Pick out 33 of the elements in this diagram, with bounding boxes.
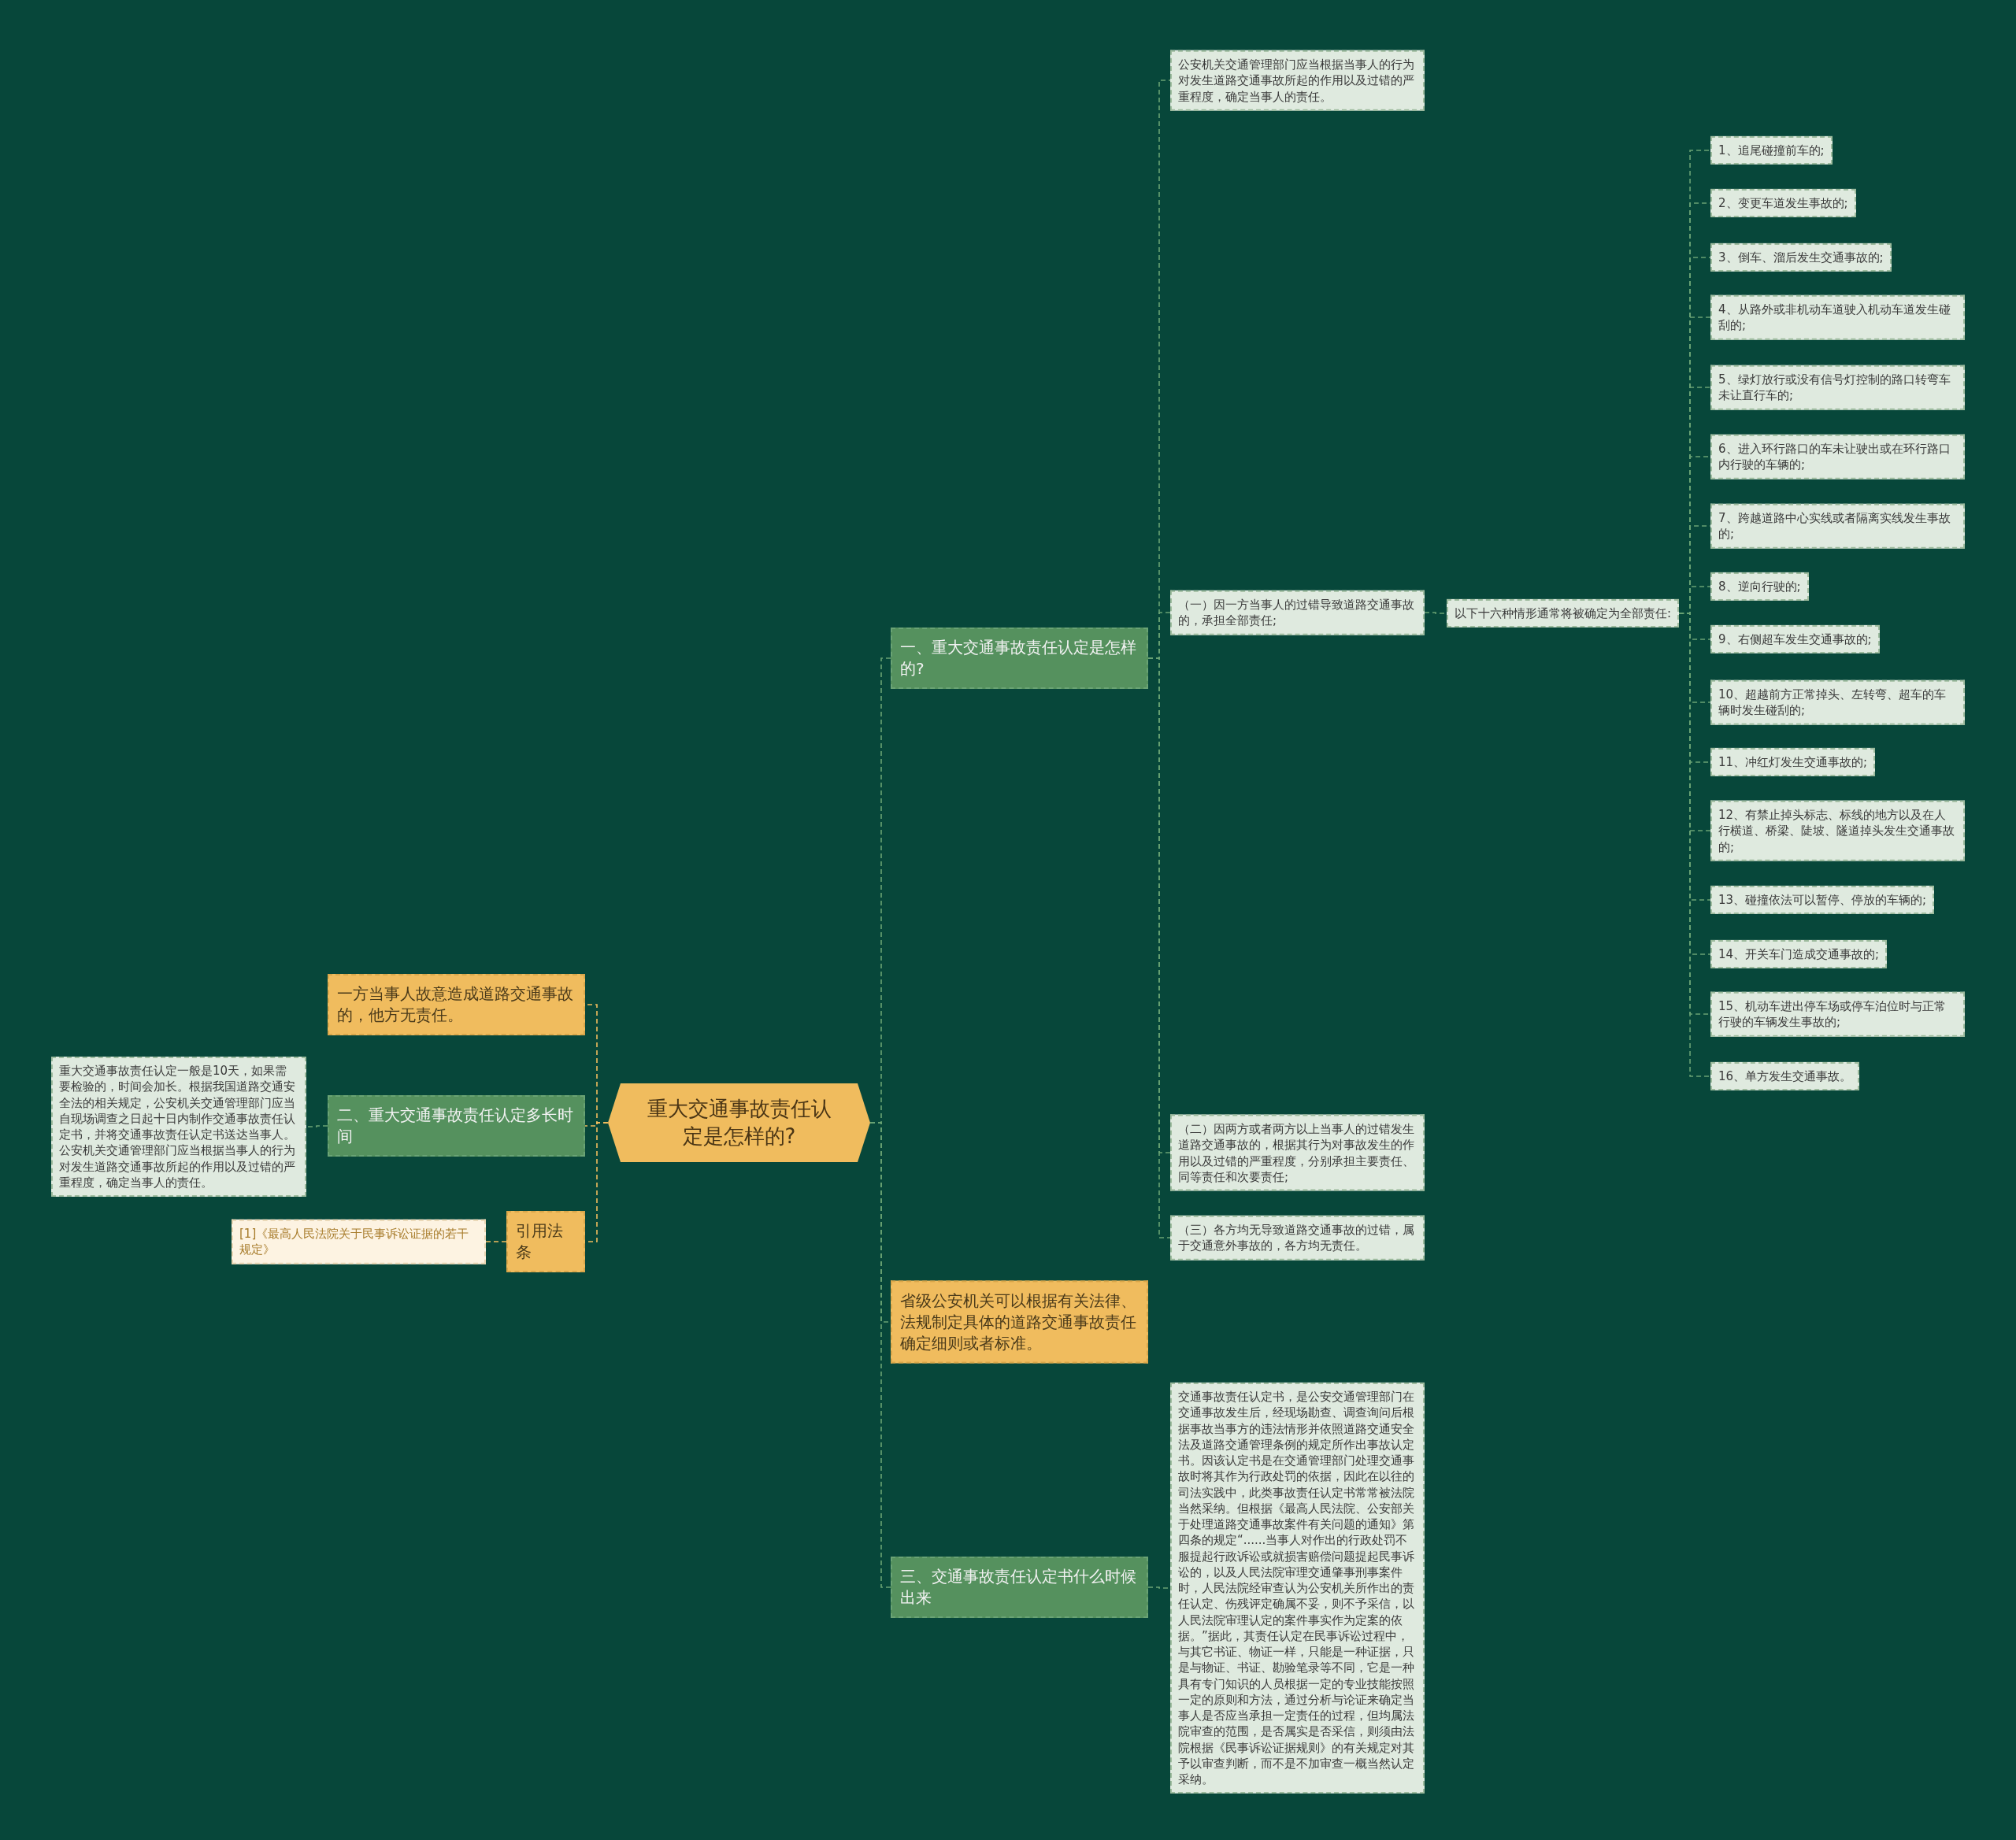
note-box: 公安机关交通管理部门应当根据当事人的行为对发生道路交通事故所起的作用以及过错的严重程度，确定当事人的责任。	[1170, 50, 1425, 111]
note-box: 9、右侧超车发生交通事故的;	[1710, 624, 1880, 654]
note-box: （一）因一方当事人的过错导致道路交通事故的，承担全部责任;	[1170, 590, 1425, 635]
central-topic: 重大交通事故责任认定是怎样的?	[608, 1083, 870, 1162]
topic-box: 二、重大交通事故责任认定多长时间	[328, 1095, 585, 1157]
connector-line	[485, 1241, 507, 1242]
topic-box: 引用法条	[506, 1211, 585, 1272]
note-box: （二）因两方或者两方以上当事人的过错发生道路交通事故的，根据其行为对事故发生的作用以及过错的严重程度，分别承担主要责任、同等责任和次要责任;	[1170, 1114, 1425, 1191]
topic-box: 省级公安机关可以根据有关法律、法规制定具体的道路交通事故责任确定细则或者标准。	[891, 1280, 1148, 1364]
topic-box: 三、交通事故责任认定书什么时候出来	[891, 1557, 1148, 1618]
note-box: 15、机动车进出停车场或停车泊位时与正常行驶的车辆发生事故的;	[1710, 991, 1965, 1037]
note-box: 7、跨越道路中心实线或者隔离实线发生事故的;	[1710, 503, 1965, 549]
note-box: 13、碰撞依法可以暂停、停放的车辆的;	[1710, 885, 1935, 915]
note-box: 14、开关车门造成交通事故的;	[1710, 939, 1888, 969]
note-box: 8、逆向行驶的;	[1710, 572, 1809, 602]
note-box: 以下十六种情形通常将被确定为全部责任:	[1447, 598, 1680, 628]
note-box: 3、倒车、溜后发生交通事故的;	[1710, 242, 1892, 272]
note-box: 1、追尾碰撞前车的;	[1710, 135, 1833, 165]
note-box: 4、从路外或非机动车道驶入机动车道发生碰刮的;	[1710, 294, 1965, 340]
connector-line	[306, 1125, 328, 1127]
note-box: 12、有禁止掉头标志、标线的地方以及在人行横道、桥梁、陡坡、隧道掉头发生交通事故的;	[1710, 800, 1965, 861]
note-box: 交通事故责任认定书，是公安交通管理部门在交通事故发生后，经现场勘查、调查询问后根据事故当事方的违法情形并依照道路交通安全法及道路交通管理条例的规定所作出事故认定书。因该认定书是在交通管理部门处理交通事故时将其作为行政处罚的依据，因此在以往的司法实践中，此类事故责任认定书常常被法院当然采纳。但根据《最高人民法院、公安部关于处理道路交通事故案件有关问题的通知》第四条的规定“......当事人对作出的行政处罚不服提起行政诉讼或就损害赔偿问题提起民事诉讼的，以及人民法院审理交通肇事刑事案件时，人民法院经审查认为公安机关所作出的责任认定、伤残评定确属不妥，则不予采信，以人民法院审理认定的案件事实作为定案的依据。”据此，其责任认定在民事诉讼过程中，与其它书证、物证一样，只能是一种证据，只是与物证、书证、勘验笔录等不同，它是一种具有专门知识的人员根据一定的专业技能按照一定的原则和方法，通过分析与论证来确定当事人是否应当承担一定责任的过程，但均属法院审查的范围，是否属实是否采信，则须由法院根据《民事诉讼证据规则》的有关规定对其予以审查判断，而不是不加审查一概当然认定采纳。	[1170, 1382, 1425, 1794]
topic-box: 一方当事人故意造成道路交通事故的，他方无责任。	[328, 974, 585, 1035]
note-box: 16、单方发生交通事故。	[1710, 1061, 1860, 1091]
note-box: 5、绿灯放行或没有信号灯控制的路口转弯车未让直行车的;	[1710, 365, 1965, 410]
note-box: （三）各方均无导致道路交通事故的过错，属于交通意外事故的，各方均无责任。	[1170, 1215, 1425, 1261]
note-box: 2、变更车道发生事故的;	[1710, 188, 1856, 218]
note-box: 6、进入环行路口的车未让驶出或在环行路口内行驶的车辆的;	[1710, 434, 1965, 479]
topic-box: 一、重大交通事故责任认定是怎样的?	[891, 628, 1148, 689]
note-box: 10、超越前方正常掉头、左转弯、超车的车辆时发生碰刮的;	[1710, 679, 1965, 725]
note-box: 11、冲红灯发生交通事故的;	[1710, 747, 1876, 777]
note-box: 重大交通事故责任认定一般是10天，如果需要检验的，时间会加长。根据我国道路交通安全法的相关规定，公安机关交通管理部门应当自现场调查之日起十日内制作交通事故责任认定书，并将交通事故责任认定书送达当事人。公安机关交通管理部门应当根据当事人的行为对发生道路交通事故所起的作用以及过错的严重程度，确定当事人的责任。	[51, 1057, 306, 1197]
citation-box: [1]《最高人民法院关于民事诉讼证据的若干规定》	[232, 1219, 486, 1264]
